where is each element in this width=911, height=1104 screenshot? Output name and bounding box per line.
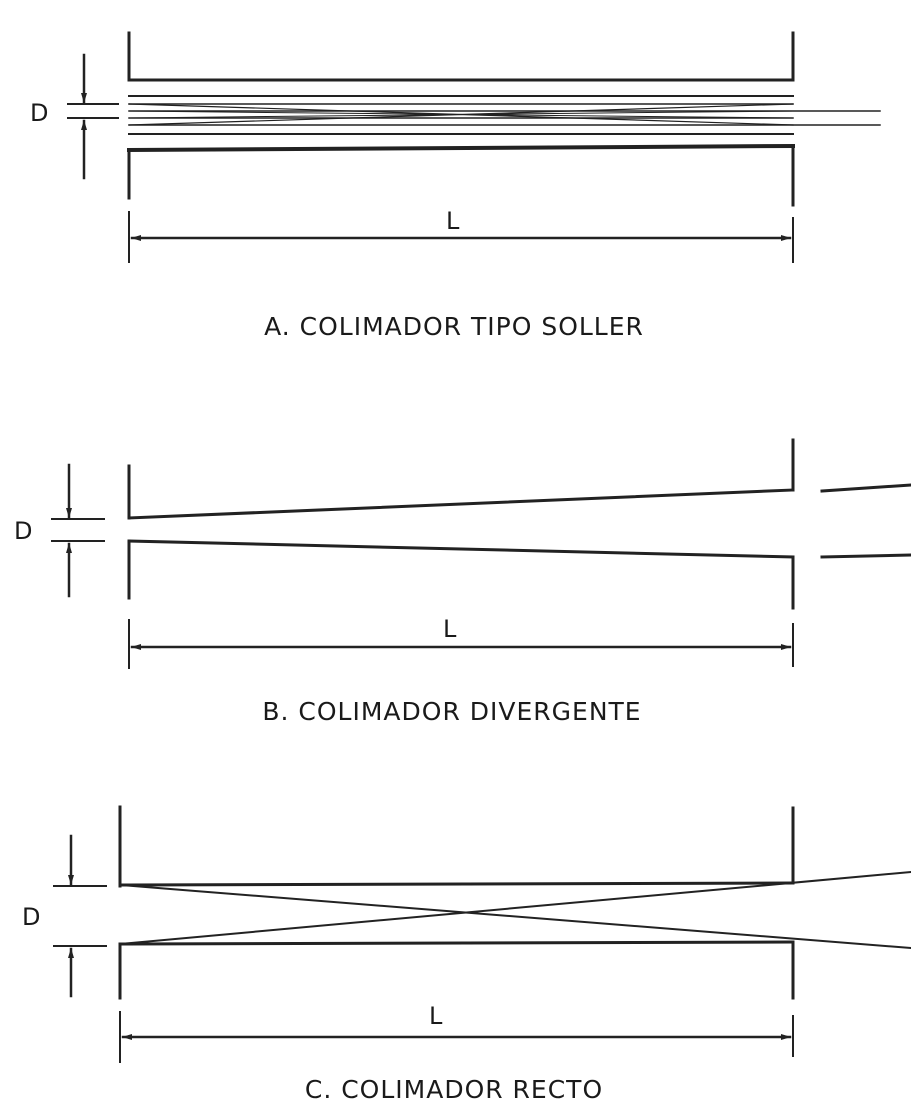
soller-plates bbox=[128, 95, 881, 135]
recto-bottom-wall bbox=[118, 940, 795, 1000]
soller-caption: A. COLIMADOR TIPO SOLLER bbox=[264, 312, 644, 341]
soller-gap-label: D bbox=[30, 99, 48, 127]
soller-top-wall bbox=[127, 31, 795, 82]
recto-crossing-rays bbox=[118, 870, 911, 950]
panel-soller: D L A. COLIMADOR TIPO SOLLER bbox=[30, 31, 881, 341]
recto-gap-dimension: D bbox=[22, 834, 107, 998]
recto-gap-label: D bbox=[22, 903, 40, 931]
panel-recto: D L C. COLIMADOR RECTO bbox=[22, 805, 911, 1104]
panel-divergente: D L B. COLIMADOR DIVERGENTE bbox=[14, 438, 911, 726]
divergente-gap-dimension: D bbox=[14, 463, 105, 598]
divergente-bottom-wall bbox=[127, 539, 911, 610]
recto-length-dimension: L bbox=[119, 1002, 794, 1063]
divergente-top-wall bbox=[127, 438, 911, 520]
divergente-gap-label: D bbox=[14, 517, 32, 545]
soller-bottom-wall bbox=[126, 143, 796, 207]
divergente-caption: B. COLIMADOR DIVERGENTE bbox=[262, 697, 641, 726]
recto-length-label: L bbox=[429, 1002, 443, 1030]
soller-gap-dimension: D bbox=[30, 53, 119, 180]
divergente-length-dimension: L bbox=[128, 615, 794, 669]
soller-length-dimension: L bbox=[128, 207, 794, 263]
recto-top-wall bbox=[118, 805, 795, 888]
recto-caption: C. COLIMADOR RECTO bbox=[305, 1075, 603, 1104]
divergente-length-label: L bbox=[443, 615, 457, 643]
soller-length-label: L bbox=[446, 207, 460, 235]
